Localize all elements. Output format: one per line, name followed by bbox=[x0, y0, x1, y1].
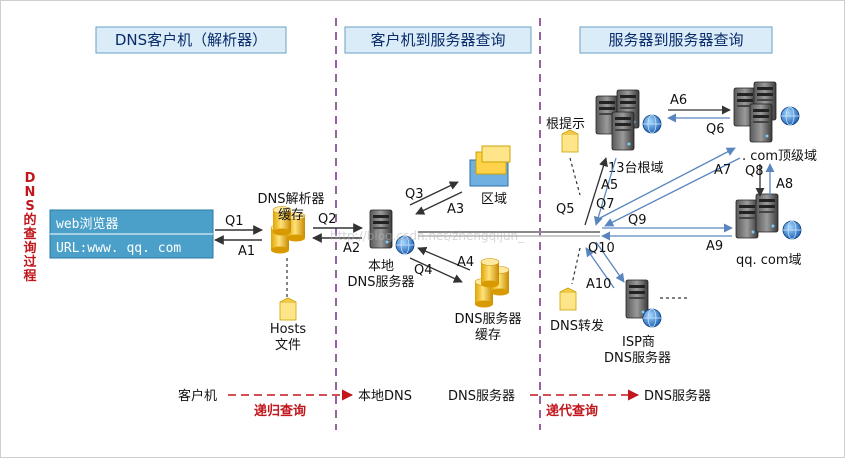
hosts-file-icon bbox=[279, 297, 297, 321]
label-q5: Q5 bbox=[556, 202, 575, 217]
arrow-q7 bbox=[599, 147, 736, 219]
recursive-label: 递归查询 bbox=[254, 403, 306, 419]
qq-domain-label: qq. com域 bbox=[736, 253, 802, 268]
arrow-a4 bbox=[417, 247, 471, 271]
hosts-label2: 文件 bbox=[275, 338, 301, 353]
root-hint-label: 根提示 bbox=[546, 116, 585, 132]
arrow-a10 bbox=[585, 247, 615, 289]
browser-line1: web浏览器 bbox=[56, 216, 118, 232]
header-client-label: DNS客户机（解析器） bbox=[115, 31, 267, 49]
label-q9: Q9 bbox=[628, 213, 647, 228]
label-a1: A1 bbox=[238, 244, 255, 259]
iterative-label: 递代查询 bbox=[546, 403, 598, 419]
hosts-label1: Hosts bbox=[270, 322, 307, 337]
bottom-client-label: 客户机 bbox=[178, 388, 217, 404]
label-a2: A2 bbox=[343, 241, 360, 256]
label-a10: A10 bbox=[586, 277, 611, 292]
dns-server-cache-icon bbox=[474, 258, 510, 308]
label-q2: Q2 bbox=[318, 212, 337, 227]
bottom-dns-server-mid: DNS服务器 bbox=[448, 388, 515, 404]
label-a5: A5 bbox=[601, 178, 618, 193]
label-q6: Q6 bbox=[706, 122, 725, 137]
label-q1: Q1 bbox=[225, 214, 244, 229]
browser-line2: URL:www. qq. com bbox=[56, 241, 181, 256]
resolver-label1: DNS解析器 bbox=[258, 192, 325, 207]
label-a3: A3 bbox=[447, 202, 464, 217]
arrow-q5 bbox=[584, 157, 608, 226]
com-domain-servers-icon bbox=[733, 81, 800, 143]
arrow-q10 bbox=[595, 241, 625, 283]
qq-domain-servers-icon bbox=[735, 193, 802, 240]
dns-forward-icon bbox=[559, 287, 577, 311]
label-q3: Q3 bbox=[405, 187, 424, 202]
root-hint-link bbox=[569, 157, 581, 196]
arrow-a7 bbox=[604, 157, 741, 227]
bottom-dns-server-right: DNS服务器 bbox=[644, 388, 711, 404]
isp-label1: ISP商 bbox=[622, 335, 655, 350]
label-q10: Q10 bbox=[588, 241, 615, 256]
root-servers-label: 13台根域 bbox=[608, 161, 664, 176]
arrow-q4 bbox=[409, 257, 463, 283]
root-hint-icon bbox=[561, 129, 579, 153]
arrow-q3 bbox=[409, 181, 459, 206]
arrow-a3 bbox=[415, 191, 463, 215]
forward-link bbox=[571, 247, 581, 285]
header-client: DNS客户机（解析器） bbox=[95, 26, 287, 54]
label-q8: Q8 bbox=[745, 164, 764, 179]
local-dns-label2: DNS服务器 bbox=[348, 274, 415, 290]
com-domain-label: . com顶级域 bbox=[742, 149, 817, 164]
local-dns-label1: 本地 bbox=[368, 259, 394, 274]
resolver-label2: 缓存 bbox=[278, 208, 304, 223]
label-q4: Q4 bbox=[414, 263, 433, 278]
bottom-local-dns-label: 本地DNS bbox=[358, 389, 412, 404]
web-browser-box: web浏览器 URL:www. qq. com bbox=[49, 209, 214, 259]
arrow-a5 bbox=[593, 157, 617, 226]
label-a6: A6 bbox=[670, 93, 687, 108]
zone-label: 区域 bbox=[481, 192, 507, 207]
isp-dns-server-icon bbox=[625, 279, 662, 328]
header-client-to-server-label: 客户机到服务器查询 bbox=[370, 31, 505, 49]
header-server-to-server: 服务器到服务器查询 bbox=[579, 26, 773, 54]
root-servers-icon bbox=[595, 89, 662, 151]
header-client-to-server: 客户机到服务器查询 bbox=[344, 26, 532, 54]
label-a4: A4 bbox=[457, 255, 474, 270]
isp-label2: DNS服务器 bbox=[604, 350, 671, 366]
dns-forward-label: DNS转发 bbox=[550, 318, 604, 334]
label-a9: A9 bbox=[706, 239, 723, 254]
label-a8: A8 bbox=[776, 177, 793, 192]
dns-cache-label2: 缓存 bbox=[475, 328, 501, 343]
label-q7: Q7 bbox=[596, 197, 615, 212]
zone-icon bbox=[469, 145, 511, 187]
watermark: http://blog.csdn.net/zhengqijun_ bbox=[330, 229, 525, 243]
dns-cache-label1: DNS服务器 bbox=[455, 311, 522, 327]
label-a7: A7 bbox=[714, 163, 731, 178]
header-server-to-server-label: 服务器到服务器查询 bbox=[608, 31, 743, 49]
